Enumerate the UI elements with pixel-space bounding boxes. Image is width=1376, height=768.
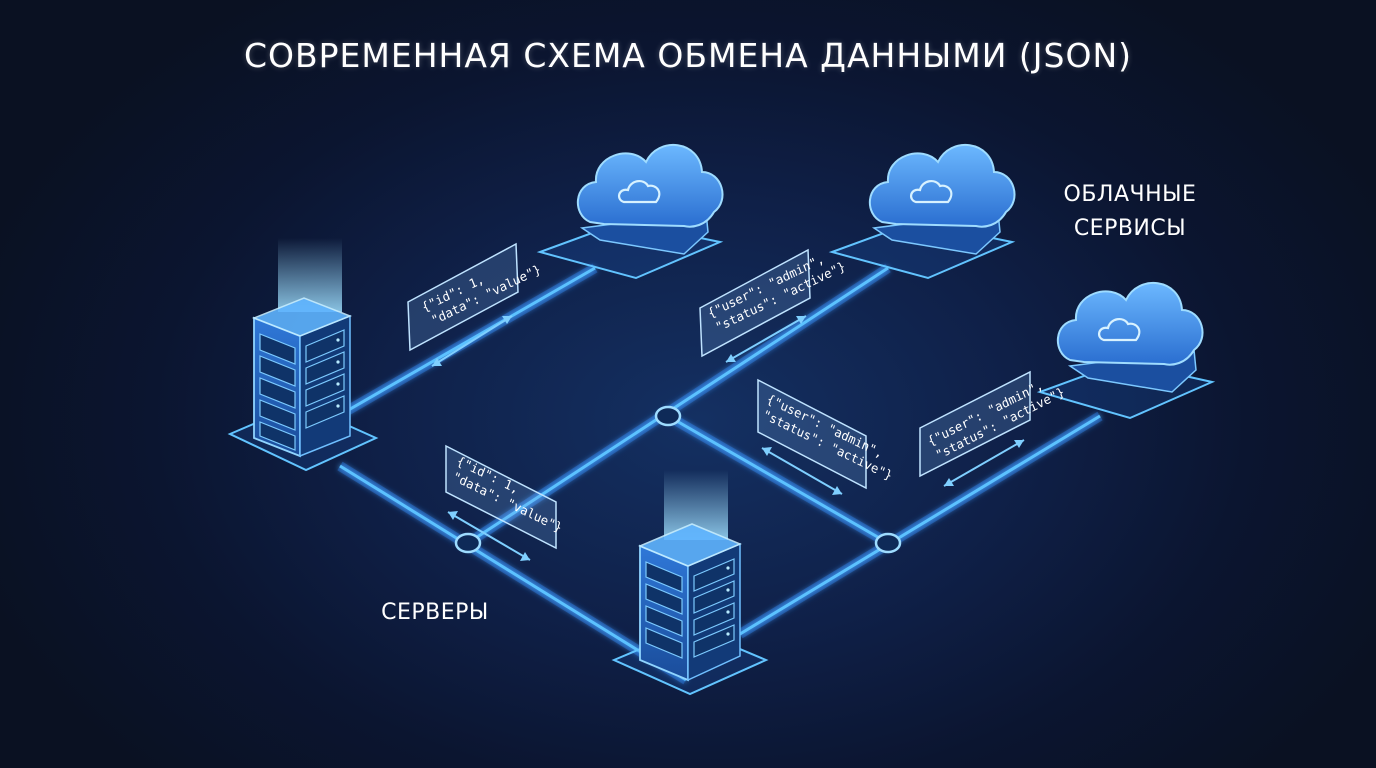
json-card: {"user": "admin", "status": "active"} (757, 378, 895, 490)
cloud-services-label: ОБЛАЧНЫЕ СЕРВИСЫ (1030, 178, 1230, 246)
connection-server1-server2 (339, 464, 687, 682)
cloud-services-label-line2: СЕРВИСЫ (1073, 216, 1187, 241)
server-slots (259, 329, 345, 451)
junction-node-right (874, 532, 902, 554)
server-light-beam (278, 238, 342, 312)
svg-text:{"user": "admin", "sta: {"user": "admin", "status": "active"} (705, 243, 847, 335)
cloud-service-1 (536, 143, 724, 280)
connection-lines (337, 263, 1103, 685)
cloud-services-label-line1: ОБЛАЧНЫЕ (1063, 182, 1197, 207)
server-light-beam (664, 470, 728, 540)
server-1 (227, 238, 379, 472)
connection-hub-junction (667, 414, 889, 545)
cloud-service-3 (1036, 281, 1216, 420)
bidirectional-arrow-icon (943, 439, 1025, 487)
cloud-service-2 (828, 143, 1016, 280)
connection-junction-cloud2 (467, 266, 889, 545)
cloud-symbol-icon (618, 180, 661, 204)
servers-label: СЕРВЕРЫ (381, 600, 489, 625)
cloud-symbol-icon (910, 180, 953, 204)
connection-server2-cloud3 (739, 414, 1101, 636)
junction-node-center (654, 405, 682, 427)
bidirectional-arrow-icon (447, 511, 531, 561)
bidirectional-arrow-icon (431, 315, 513, 367)
server-2 (611, 470, 769, 696)
page-title: СОВРЕМЕННАЯ СХЕМА ОБМЕНА ДАННЫМИ (JSON) (243, 36, 1133, 75)
json-card: {"id": 1, "data": "value"} (445, 444, 564, 550)
bidirectional-arrow-icon (761, 447, 843, 495)
server-slots (645, 558, 735, 659)
connection-server1-cloud1 (344, 266, 596, 414)
junction-nodes (454, 405, 902, 554)
cloud-symbol-icon (1098, 318, 1141, 342)
bidirectional-arrow-icon (725, 315, 807, 363)
json-card: {"user": "admin", "status": "active"} (919, 370, 1066, 478)
junction-node-left (454, 532, 482, 554)
